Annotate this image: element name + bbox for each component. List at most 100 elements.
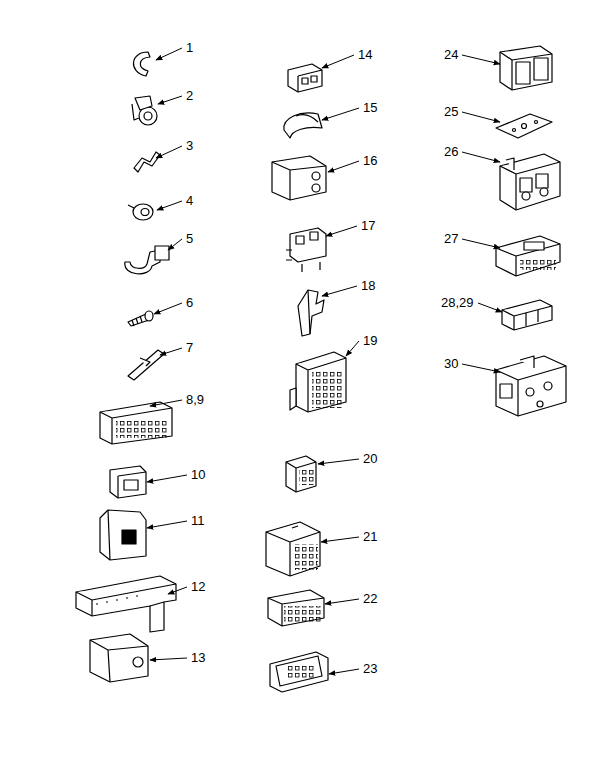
callout-number: 11 <box>191 513 205 528</box>
connector-block <box>268 590 324 626</box>
relay-connector <box>506 158 514 170</box>
terminal-cap <box>502 300 552 330</box>
connector-housing <box>124 480 138 490</box>
leader-line <box>322 286 357 296</box>
leader-line <box>158 96 182 104</box>
relay-connector <box>522 192 530 200</box>
relay-connector <box>537 401 543 407</box>
connector-housing <box>118 472 146 498</box>
leader-line <box>329 669 359 674</box>
leader-line <box>168 587 187 594</box>
connector-housing <box>496 236 560 276</box>
terminal-connector <box>286 664 316 678</box>
screw <box>128 311 153 326</box>
leader-line <box>462 112 500 122</box>
callout-number: 22 <box>363 591 377 606</box>
connector-housing <box>272 156 326 200</box>
connector-plug <box>290 228 326 262</box>
wire-bracket <box>134 152 160 172</box>
leader-line <box>346 341 359 356</box>
callout-number: 12 <box>191 579 205 594</box>
ring-clip <box>128 205 134 208</box>
terminal-strip <box>76 584 176 616</box>
terminal-connector <box>276 656 322 686</box>
callout-number: 16 <box>363 153 377 168</box>
callout-number: 18 <box>361 278 375 293</box>
harness-clip <box>144 112 152 120</box>
leader-line <box>328 161 359 172</box>
leader-line <box>150 400 182 406</box>
relay-connector <box>496 366 566 416</box>
callout-number: 6 <box>186 295 193 310</box>
leader-line <box>160 348 182 355</box>
terminal-cap <box>526 310 538 326</box>
ring-clip <box>128 204 153 220</box>
connector-block <box>100 402 172 444</box>
callout-number: 8,9 <box>186 392 204 407</box>
connector-block <box>268 598 324 626</box>
callout-number: 3 <box>186 138 193 153</box>
relay-connector <box>500 154 560 210</box>
relay-connector <box>526 388 534 396</box>
callout-number: 20 <box>363 451 377 466</box>
connector-housing <box>108 510 110 560</box>
connector-block <box>266 522 320 576</box>
mounting-plate <box>496 114 552 138</box>
callout-number: 14 <box>358 47 372 62</box>
callout-number: 23 <box>363 661 377 676</box>
leader-line <box>462 152 500 162</box>
callout-number: 1 <box>186 40 193 55</box>
leader-line <box>462 239 500 248</box>
connector-plug <box>286 462 316 492</box>
connector-plug <box>286 456 316 492</box>
leader-line <box>168 239 182 250</box>
connector-plug <box>302 78 308 84</box>
terminal-cap <box>502 306 552 330</box>
leader-line <box>462 364 500 372</box>
relay-connector <box>500 384 512 398</box>
screw <box>145 311 153 321</box>
leader-line <box>150 658 187 660</box>
ring-clip <box>133 204 153 220</box>
leader-line <box>157 201 182 210</box>
mounting-plate <box>522 124 527 129</box>
connector-housing <box>133 657 143 667</box>
wire-sleeve <box>296 115 318 122</box>
leader-line <box>478 303 502 312</box>
connector-plug <box>299 470 314 485</box>
wire-sleeve <box>284 113 322 138</box>
callout-number: 28,29 <box>441 295 474 310</box>
u-clip <box>125 246 169 274</box>
wire-bracket <box>134 152 160 172</box>
connector-block <box>292 526 298 528</box>
harness-clip <box>132 104 139 120</box>
callout-number: 27 <box>444 231 458 246</box>
connector-housing <box>100 510 146 560</box>
leader-line <box>321 537 359 542</box>
connector-plug <box>310 232 318 240</box>
retainer-bar <box>140 358 150 366</box>
connector-block <box>294 544 318 570</box>
relay-connector <box>520 356 534 368</box>
leader-line <box>156 48 182 60</box>
harness-clip <box>135 96 152 110</box>
connector-housing <box>312 184 320 192</box>
connector-plug <box>298 70 322 92</box>
connector-housing <box>110 466 146 498</box>
connector-block <box>266 532 320 576</box>
callout-number: 30 <box>444 356 458 371</box>
relay-connector <box>500 162 560 210</box>
connector-housing <box>516 62 530 84</box>
connector-housing <box>524 242 544 250</box>
connector-housing <box>272 156 326 200</box>
callout-number: 5 <box>186 231 193 246</box>
connector-block <box>268 590 324 626</box>
terminal-strip <box>76 576 176 632</box>
leader-line <box>326 226 357 236</box>
connector-housing <box>500 46 552 90</box>
leader-line <box>147 521 187 528</box>
callout-number: 17 <box>361 218 375 233</box>
u-clip <box>155 246 169 260</box>
connector-housing <box>90 634 148 682</box>
